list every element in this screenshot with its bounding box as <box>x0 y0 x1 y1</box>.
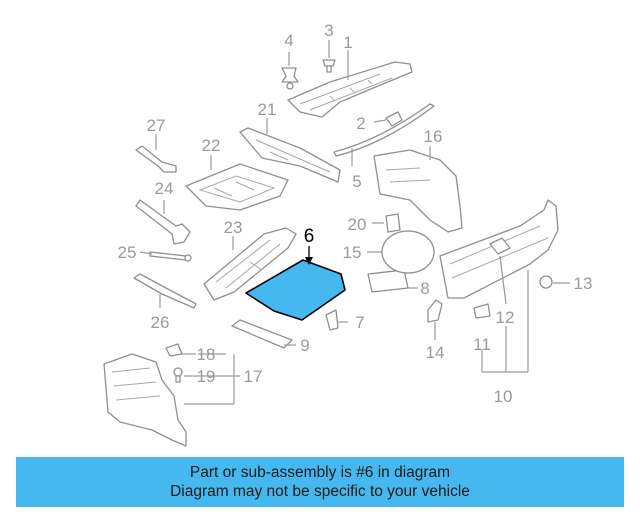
callout-17[interactable]: 17 <box>244 367 263 386</box>
callout-23[interactable]: 23 <box>224 218 243 237</box>
banner-line-2: Diagram may not be specific to your vehi… <box>170 483 470 500</box>
part-24-lug-wrench <box>135 199 191 245</box>
part-15-ring <box>381 230 435 274</box>
callout-16[interactable]: 16 <box>424 127 443 146</box>
part-13-bumper-stop <box>539 275 553 289</box>
callout-22[interactable]: 22 <box>202 136 221 155</box>
callout-14[interactable]: 14 <box>426 343 445 362</box>
callout-10[interactable]: 10 <box>494 387 513 406</box>
callout-11[interactable]: 11 <box>473 335 491 354</box>
banner-line-1: Part or sub-assembly is #6 in diagram <box>189 464 451 481</box>
info-banner: Part or sub-assembly is #6 in diagram Di… <box>16 457 624 507</box>
part-26-screwdriver <box>133 273 197 309</box>
part-21-partition-trim <box>239 127 341 183</box>
part-7-hook <box>325 309 339 331</box>
part-11-fastener <box>473 303 491 319</box>
callout-18[interactable]: 18 <box>197 345 216 364</box>
part-14-latch-cover <box>427 299 443 323</box>
callout-7[interactable]: 7 <box>355 313 364 332</box>
parts-diagram: 1 2 3 4 5 6 7 8 9 10 11 <box>103 21 593 447</box>
part-18-clip <box>165 343 183 357</box>
part-12-bracket <box>489 237 511 255</box>
part-17-storage-trim <box>103 353 187 447</box>
callout-9[interactable]: 9 <box>300 336 309 355</box>
part-19-screw <box>173 367 183 383</box>
callout-27[interactable]: 27 <box>147 116 166 135</box>
callout-19[interactable]: 19 <box>197 367 216 386</box>
part-2-clip <box>385 111 403 127</box>
callout-5[interactable]: 5 <box>352 172 361 191</box>
callout-2[interactable]: 2 <box>356 114 365 133</box>
callout-13[interactable]: 13 <box>574 274 593 293</box>
part-23-jack <box>203 227 297 301</box>
callout-8[interactable]: 8 <box>420 279 429 298</box>
callout-6[interactable]: 6 <box>304 226 315 247</box>
part-25-tow-eye <box>149 251 192 262</box>
part-27-wrench <box>135 145 177 173</box>
callout-4[interactable]: 4 <box>284 31 293 50</box>
part-3-push-pin <box>322 59 336 73</box>
part-1-parcel-shelf <box>287 61 413 118</box>
callout-24[interactable]: 24 <box>155 179 174 198</box>
callout-12[interactable]: 12 <box>496 308 515 327</box>
part-20-clip <box>385 213 401 233</box>
callout-25[interactable]: 25 <box>118 243 137 262</box>
part-6-trunk-mat <box>245 259 346 321</box>
callout-3[interactable]: 3 <box>324 21 333 40</box>
part-5-weatherstrip <box>333 103 435 157</box>
part-8-cover <box>367 269 409 293</box>
callout-26[interactable]: 26 <box>151 313 170 332</box>
callout-20[interactable]: 20 <box>348 215 367 234</box>
part-4-grommet <box>281 67 299 90</box>
callout-21[interactable]: 21 <box>258 100 277 119</box>
part-22-tool-tray <box>185 163 289 211</box>
part-9-panel <box>231 319 293 349</box>
callout-1[interactable]: 1 <box>343 33 352 52</box>
callout-15[interactable]: 15 <box>343 243 362 262</box>
